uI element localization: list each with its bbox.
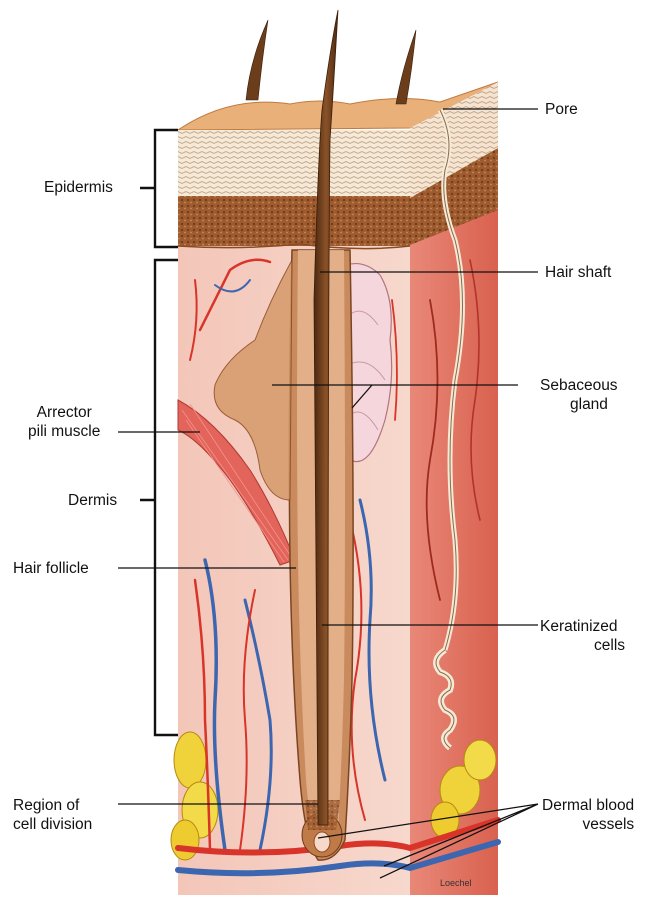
label-hair-shaft: Hair shaft: [545, 263, 611, 282]
label-dermal-line2: vessels: [542, 815, 634, 834]
label-keratinized-line2: cells: [540, 636, 625, 655]
stratum-basale-layer: [178, 196, 410, 246]
illustrator-credit: Loechel: [440, 878, 472, 888]
label-region-line2: cell division: [13, 815, 92, 834]
label-sebaceous-gland: Sebaceous gland: [540, 376, 618, 414]
label-arrector-line2: pili muscle: [28, 422, 100, 441]
label-arrector-line1: Arrector: [28, 403, 100, 422]
label-dermal-line1: Dermal blood: [542, 796, 634, 815]
label-pore: Pore: [545, 100, 578, 119]
label-dermis: Dermis: [68, 491, 117, 510]
label-sebaceous-line2: gland: [540, 395, 618, 414]
epidermis-layer: [178, 130, 410, 198]
label-sebaceous-line1: Sebaceous: [540, 376, 618, 395]
label-dermal-blood-vessels: Dermal blood vessels: [542, 796, 634, 834]
epidermis-bracket: [140, 130, 178, 247]
label-region-line1: Region of: [13, 796, 92, 815]
label-keratinized-line1: Keratinized: [540, 617, 625, 636]
label-region-of-cell-division: Region of cell division: [13, 796, 92, 834]
label-epidermis: Epidermis: [44, 178, 113, 197]
label-keratinized-cells: Keratinized cells: [540, 617, 625, 655]
label-arrector-pili-muscle: Arrector pili muscle: [28, 403, 100, 441]
label-hair-follicle: Hair follicle: [13, 559, 89, 578]
dermis-bracket: [140, 260, 178, 735]
dermal-papilla: [314, 832, 330, 852]
